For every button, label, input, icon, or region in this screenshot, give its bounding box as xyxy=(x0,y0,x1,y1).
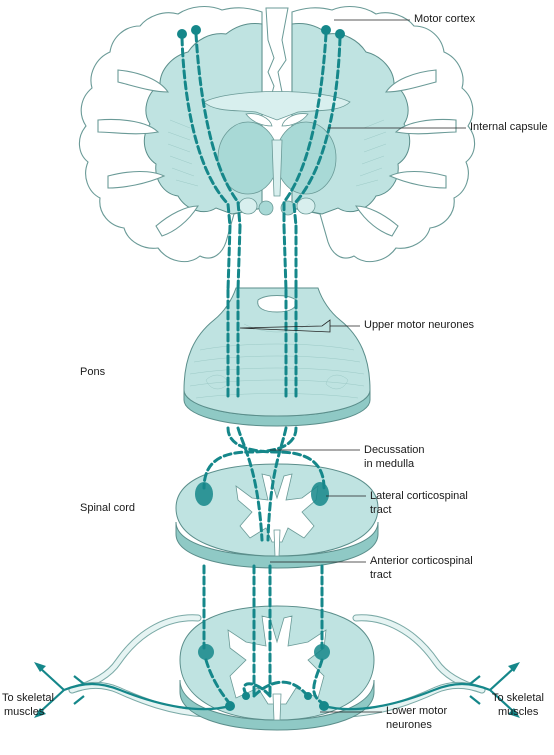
label-lateral-1: Lateral corticospinal xyxy=(370,490,468,502)
umn-soma-4 xyxy=(335,29,345,39)
lateral-tract-right-lower xyxy=(314,644,330,660)
arrowhead-left-down xyxy=(34,708,46,718)
gyrus-left-4 xyxy=(155,205,199,237)
pons-section xyxy=(183,287,371,427)
gyrus-right-4 xyxy=(355,205,399,237)
cord-upper-fissure xyxy=(273,529,281,557)
tract-lower-left-synapse xyxy=(204,658,232,706)
branch-left xyxy=(73,675,85,705)
lmn-left-2 xyxy=(242,692,250,700)
cord-upper-grey-matter xyxy=(235,473,319,543)
third-ventricle xyxy=(271,139,283,197)
cord-lower-fissure xyxy=(272,693,282,721)
tract-brain-3 xyxy=(282,32,328,228)
tract-brain-4 xyxy=(292,36,342,228)
cord-lower-side xyxy=(179,679,375,731)
brain-section xyxy=(78,5,476,263)
arrowhead-right-up xyxy=(508,662,520,672)
lmn-axon-left xyxy=(63,682,231,711)
label-decussation-1: Decussation xyxy=(364,444,425,456)
gyrus-left-3 xyxy=(107,170,166,189)
tract-brain-1 xyxy=(180,36,232,228)
tract-gap-2 xyxy=(236,224,242,292)
tract-lower-right-synapse xyxy=(312,658,326,706)
tract-brain-2 xyxy=(194,32,242,228)
striations xyxy=(167,119,387,187)
lateral-tract-left-lower xyxy=(198,644,214,660)
leader-upper-motor xyxy=(239,319,360,333)
label-upper-motor-neurones: Upper motor neurones xyxy=(364,319,475,331)
gyrus-right-2 xyxy=(394,119,457,135)
label-anterior-2: tract xyxy=(370,569,392,581)
label-anterior-1: Anterior corticospinal xyxy=(370,555,473,567)
arrow-right-down xyxy=(489,689,515,713)
label-skeletal-right-2: muscles xyxy=(498,706,539,718)
corpus-callosum xyxy=(203,91,351,121)
brainstem-right xyxy=(296,197,316,215)
arrow-left-up xyxy=(39,667,65,691)
root-left-dorsal xyxy=(68,614,202,694)
label-motor-cortex: Motor cortex xyxy=(414,13,476,25)
lateral-tract-right-upper xyxy=(311,482,329,506)
arrowhead-right-down xyxy=(508,708,520,718)
label-skeletal-left-1: To skeletal xyxy=(2,692,54,704)
label-skeletal-left-2: muscles xyxy=(4,706,45,718)
tract-lower-cross-b xyxy=(242,682,272,698)
arrowhead-left-up xyxy=(34,662,46,672)
label-lateral-2: tract xyxy=(370,504,392,516)
gyrus-right-3 xyxy=(388,170,447,189)
tract-lower-cross-a xyxy=(252,680,308,698)
arrow-right-up xyxy=(489,667,515,691)
root-right-dorsal xyxy=(352,614,486,694)
label-spinal-cord: Spinal cord xyxy=(80,502,136,514)
lateral-tract-left-upper xyxy=(195,482,213,506)
umn-soma-1 xyxy=(177,29,187,39)
fourth-ventricle xyxy=(257,295,297,313)
pons-face xyxy=(183,287,371,417)
umn-soma-2 xyxy=(191,25,201,35)
tract-anterior-right xyxy=(266,426,288,542)
label-decussation-2: in medulla xyxy=(364,458,415,470)
lmn-axon-right xyxy=(323,682,491,711)
brainstem-left xyxy=(238,197,258,215)
spinal-cord-upper xyxy=(175,463,379,569)
label-lower-motor-1: Lower motor xyxy=(386,705,448,717)
tract-decussation-a xyxy=(226,426,326,490)
gyrus-left-1 xyxy=(117,69,170,93)
tract-gap-1 xyxy=(226,224,232,292)
arrow-left-down xyxy=(39,689,65,713)
label-skeletal-right-1: To skeletal xyxy=(492,692,544,704)
leader-lines xyxy=(239,19,466,713)
cord-upper-side xyxy=(175,521,379,569)
tract-decussation-b xyxy=(202,426,298,490)
branch-right xyxy=(469,675,481,705)
umn-soma-3 xyxy=(321,25,331,35)
label-pons: Pons xyxy=(80,366,106,378)
gyrus-left-2 xyxy=(97,119,160,135)
corticospinal-tracts xyxy=(177,25,345,706)
tract-gap-3 xyxy=(282,224,288,292)
tract-anterior-left xyxy=(236,426,264,542)
label-internal-capsule: Internal capsule xyxy=(470,121,548,133)
lateral-ventricles xyxy=(245,113,309,127)
mammillary-left xyxy=(258,200,274,216)
label-lower-motor-2: neurones xyxy=(386,719,432,731)
gyrus-right-1 xyxy=(384,69,437,93)
